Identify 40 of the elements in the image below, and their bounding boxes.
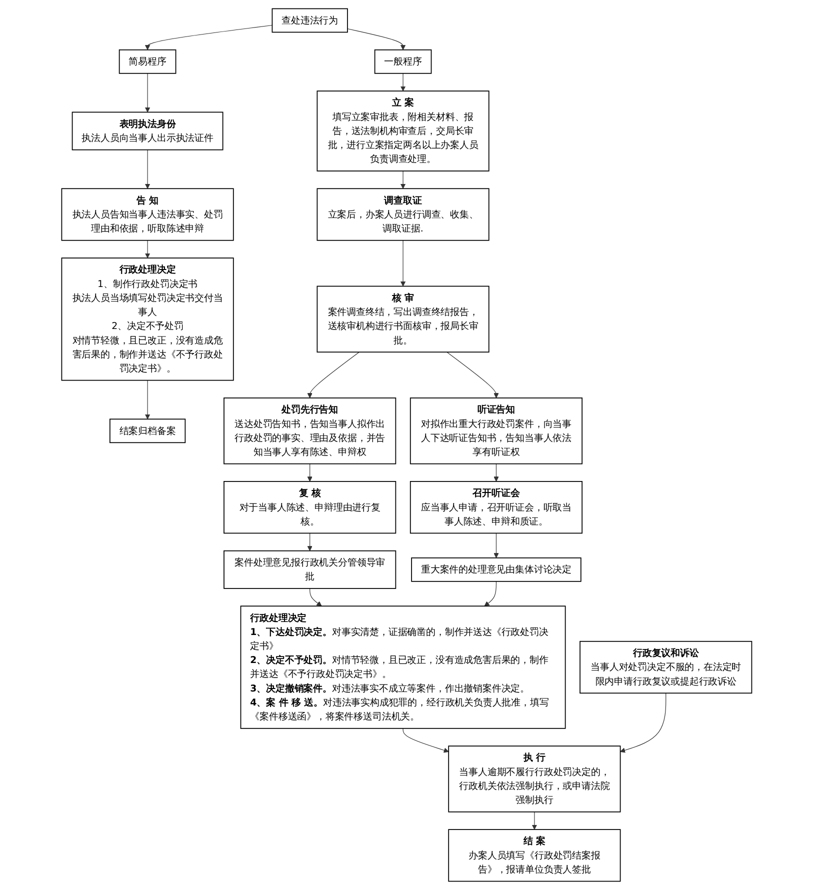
node-box: 结 案 办案人员填写《行政处罚结案报告》，报请单位负责人签批 xyxy=(448,829,622,882)
arrow xyxy=(145,150,150,189)
node-box: 召开听证会 应当事人申请，召开听证会，听取当事人陈述、申辩和质证。 xyxy=(410,481,583,534)
arrow xyxy=(620,692,666,753)
arrow xyxy=(145,73,150,112)
node-box: 一般程序 xyxy=(374,49,432,74)
arrow xyxy=(484,581,497,606)
arrow xyxy=(308,464,313,482)
arrow xyxy=(446,352,500,398)
node-box: 执 行 当事人逾期不履行行政处罚决定的，行政机关依法强制执行，或申请法院强制执行 xyxy=(448,746,622,812)
arrow xyxy=(347,28,406,50)
arrow xyxy=(310,588,322,606)
arrow xyxy=(145,380,150,420)
arrow xyxy=(400,240,406,286)
arrow xyxy=(145,240,150,258)
node-box: 复 核 对于当事人陈述、申辩理由进行复核。 xyxy=(224,481,396,534)
arrow xyxy=(494,464,500,482)
arrow xyxy=(308,532,313,552)
node-box: 行政处理决定 1、下达处罚决定。对事实清楚，证据确凿的，制作并送达《行政处罚决定书》 2、决定不予处罚。对情节轻微，且已改正，没有造成危害后果的，制作并送达《不予行政处罚决定书》。 3、决定撤销案件。对违法事实不成立等案件，作出撤销案件决定。 4、案 件 移 送。对违法事实构成犯罪的，经行政机关负责人批准，填写《案件移送函》，将案件移送司法机关。 xyxy=(240,606,566,729)
arrow xyxy=(532,812,538,830)
arrow xyxy=(403,728,450,753)
arrow xyxy=(145,24,273,50)
node-box: 重大案件的处理意见由集体讨论决定 xyxy=(411,557,582,582)
node-box: 结案归档备案 xyxy=(110,418,186,444)
node-box: 查处违法行为 xyxy=(272,8,348,33)
node-box: 行政复议和诉讼 当事人对处罚决定不服的，在法定时限内申请行政复议或提起行政诉讼 xyxy=(580,640,752,694)
node-box: 调查取证 立案后，办案人员进行调查、收集、调取证据. xyxy=(317,188,490,241)
arrow xyxy=(400,73,406,92)
node-box: 核 审 案件调查终结，写出调查终结报告，送核审机构进行书面核审，报局长审批。 xyxy=(317,286,490,353)
arrow xyxy=(494,532,500,558)
node-box: 听证告知 对拟作出重大行政处罚案件，向当事人下达听证告知书，告知当事人依法享有听证权 xyxy=(410,398,583,464)
node-box: 告 知 执法人员告知当事人违法事实、处罚理由和依据，听取陈述申辩 xyxy=(62,188,234,241)
node-box: 简易程序 xyxy=(119,49,176,74)
node-box: 立 案 填写立案审批表，附相关材料、报告，送法制机构审查后，交局长审批，进行立案指定两名以上办案人员负责调查处理。 xyxy=(317,90,490,172)
node-box: 行政处理决定 1、制作行政处罚决定书 执法人员当场填写处罚决定书交付当事人 2、决定不予处罚 对情节轻微，且已改正，没有造成危害后果的，制作并送达《不予行政处罚决定书》。 xyxy=(62,258,234,381)
arrow xyxy=(400,170,406,189)
node-box: 表明执法身份 执法人员向当事人出示执法证件 xyxy=(72,112,224,150)
node-box: 处罚先行告知 送达处罚告知书，告知当事人拟作出行政处罚的事实、理由及依据，并告知当事人享有陈述、申辩权 xyxy=(224,398,396,464)
arrow xyxy=(308,352,360,398)
node-box: 案件处理意见报行政机关分管领导审批 xyxy=(224,550,396,589)
